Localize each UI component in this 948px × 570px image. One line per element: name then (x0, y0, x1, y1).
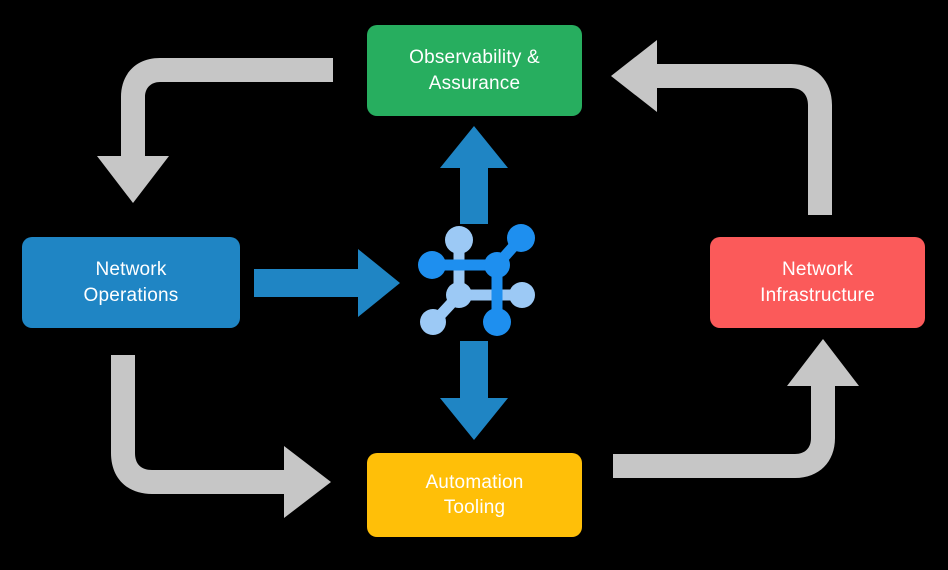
arrow-netops-to-automation (111, 355, 331, 518)
node-network-infrastructure-label: Network Infrastructure (760, 259, 875, 306)
arrow-netops-to-center (254, 249, 400, 317)
network-icon-nodes-secondary (420, 226, 535, 335)
node-observability-assurance[interactable]: Observability & Assurance (367, 25, 582, 116)
node-network-operations-label: Network Operations (83, 259, 179, 306)
node-observability-label: Observability & Assurance (409, 47, 540, 94)
arrow-observability-to-netops (97, 58, 333, 203)
arrow-center-to-automation (440, 341, 508, 440)
network-icon-nodes-primary (418, 224, 535, 336)
arrow-netinfra-to-observability (611, 40, 832, 215)
node-network-operations[interactable]: Network Operations (22, 237, 240, 328)
arrow-center-to-observability (440, 126, 508, 224)
node-automation-tooling-label: Automation Tooling (425, 471, 524, 518)
arrow-automation-to-netinfra (613, 339, 859, 478)
node-automation-tooling[interactable]: Automation Tooling (367, 453, 582, 537)
node-network-infrastructure[interactable]: Network Infrastructure (710, 237, 925, 328)
